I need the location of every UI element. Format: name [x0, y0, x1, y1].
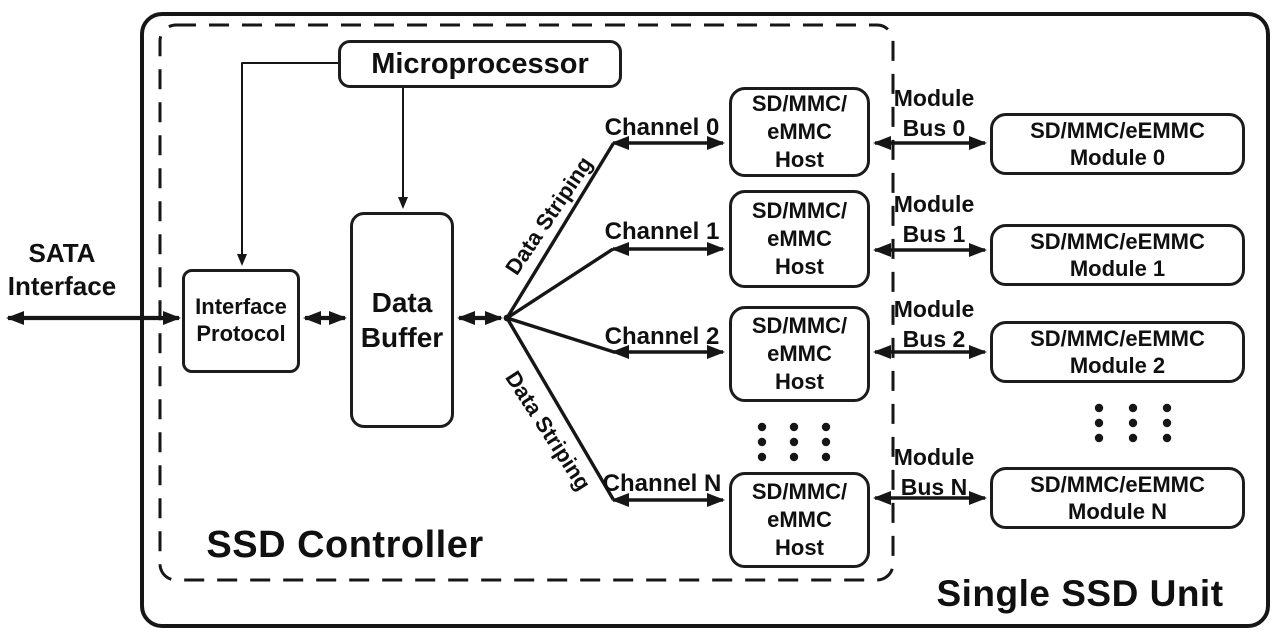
host-box-2: SD/MMC/ eMMC Host	[729, 306, 870, 402]
striping-line-ch1	[506, 247, 614, 320]
micro-to-protocol-line	[237, 62, 338, 266]
sata-interface-label: SATA Interface	[7, 238, 117, 301]
module-bus-2-label: Module Bus 2	[893, 296, 975, 352]
interface-protocol-box: Interface Protocol	[182, 269, 300, 373]
striping-line-ch0	[505, 143, 615, 319]
data-buffer-box: Data Buffer	[350, 212, 454, 428]
module-box-1: SD/MMC/eEMMC Module 1	[990, 224, 1245, 286]
channel-N-label: Channel N	[602, 470, 722, 497]
module-box-2: SD/MMC/eEMMC Module 2	[990, 321, 1245, 383]
striping-line-ch2	[506, 316, 615, 354]
module-box-0: SD/MMC/eEMMC Module 0	[990, 113, 1245, 175]
module-bus-0-label: Module Bus 0	[893, 85, 975, 141]
channel-2-label: Channel 2	[604, 323, 720, 350]
host-box-N: SD/MMC/ eMMC Host	[729, 472, 870, 568]
module-box-N: SD/MMC/eEMMC Module N	[990, 467, 1245, 529]
ssd-controller-caption: SSD Controller	[206, 524, 484, 566]
module-ellipsis-dots	[1094, 403, 1172, 443]
microprocessor-box: Microprocessor	[338, 40, 622, 88]
host-ellipsis-dots	[757, 422, 831, 462]
single-ssd-unit-caption: Single SSD Unit	[936, 573, 1224, 614]
striping-line-chN	[505, 317, 615, 500]
host-box-1: SD/MMC/ eMMC Host	[729, 190, 870, 288]
module-bus-1-label: Module Bus 1	[893, 191, 975, 247]
host-box-0: SD/MMC/ eMMC Host	[729, 87, 870, 177]
ssd-controller-dashed-box	[158, 23, 895, 582]
channel-0-label: Channel 0	[604, 114, 720, 141]
module-bus-N-label: Module Bus N	[893, 444, 975, 500]
channel-1-label: Channel 1	[604, 218, 720, 245]
